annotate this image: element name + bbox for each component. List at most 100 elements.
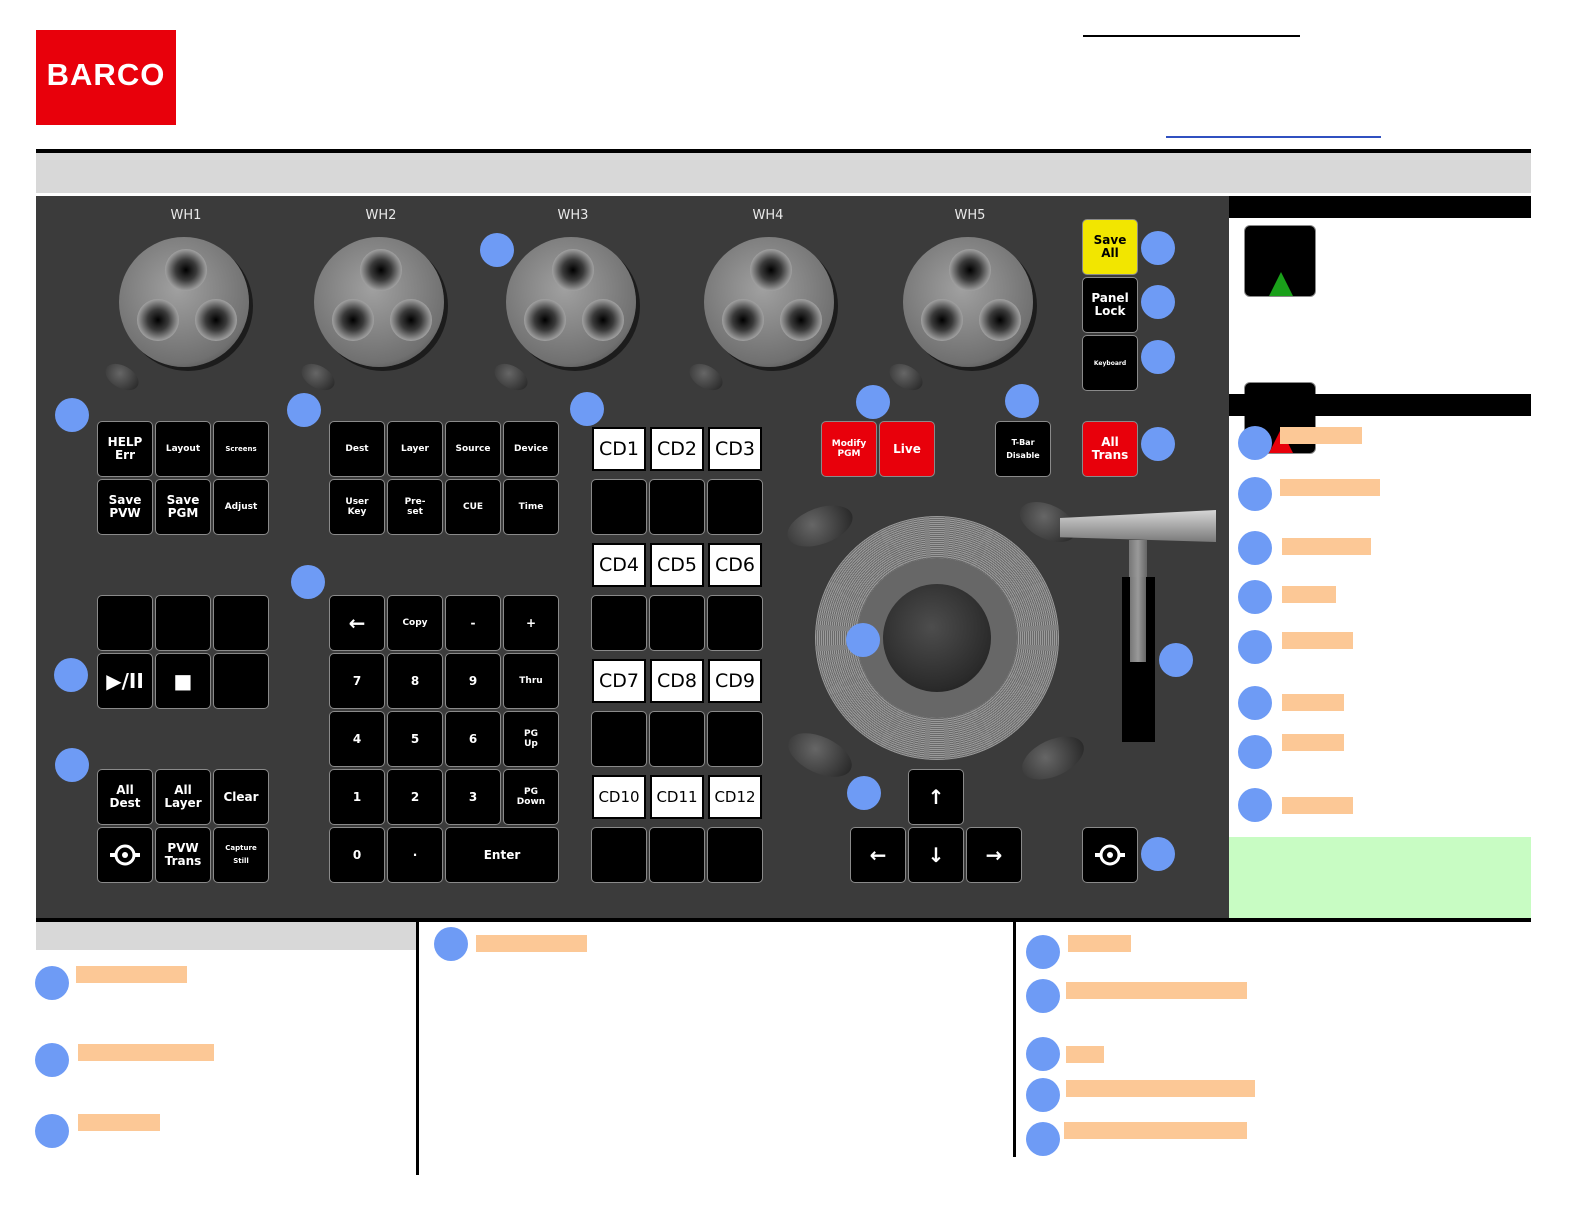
source-key[interactable]: Source xyxy=(445,421,501,477)
decimal-key[interactable]: · xyxy=(387,827,443,883)
legend-redacted-label xyxy=(1282,797,1353,814)
backspace-key[interactable]: ← xyxy=(329,595,385,651)
cd-button-3[interactable] xyxy=(707,479,763,535)
arrow-down-key[interactable]: ↓ xyxy=(908,827,964,883)
callout-dot xyxy=(1141,231,1175,265)
wheel-3[interactable] xyxy=(506,237,636,367)
cd-key-1[interactable]: CD1 xyxy=(592,427,646,471)
legend-dot xyxy=(1238,686,1272,720)
callout-dot xyxy=(1141,837,1175,871)
cd-key-10[interactable]: CD10 xyxy=(592,775,646,819)
key-7[interactable]: 7 xyxy=(329,653,385,709)
play-pause-key[interactable]: ▶/II xyxy=(97,653,153,709)
copy-key[interactable]: Copy xyxy=(387,595,443,651)
key-8[interactable]: 8 xyxy=(387,653,443,709)
cd-button-5[interactable] xyxy=(649,595,705,651)
dest-key[interactable]: Dest xyxy=(329,421,385,477)
cd-key-2[interactable]: CD2 xyxy=(650,427,704,471)
user-key-key[interactable]: User Key xyxy=(329,479,385,535)
callout-dot xyxy=(846,623,880,657)
minus-key[interactable]: - xyxy=(445,595,501,651)
target-key-right[interactable] xyxy=(1082,827,1138,883)
arrow-left-key[interactable]: ← xyxy=(850,827,906,883)
cd-key-5[interactable]: CD5 xyxy=(650,543,704,587)
enter-key[interactable]: Enter xyxy=(445,827,559,883)
cue-key[interactable]: CUE xyxy=(445,479,501,535)
cd-button-10[interactable] xyxy=(591,827,647,883)
cd-button-11[interactable] xyxy=(649,827,705,883)
layout-key[interactable]: Layout xyxy=(155,421,211,477)
cd-button-4[interactable] xyxy=(591,595,647,651)
key-6[interactable]: 6 xyxy=(445,711,501,767)
device-key[interactable]: Device xyxy=(503,421,559,477)
blank-key-2[interactable] xyxy=(155,595,211,651)
key-0[interactable]: 0 xyxy=(329,827,385,883)
bottom-dot xyxy=(35,966,69,1000)
target-key-left[interactable] xyxy=(97,827,153,883)
all-trans-key[interactable]: All Trans xyxy=(1082,421,1138,477)
cd-key-12[interactable]: CD12 xyxy=(708,775,762,819)
wheel-2[interactable] xyxy=(314,237,444,367)
live-key[interactable]: Live xyxy=(879,421,935,477)
key-9[interactable]: 9 xyxy=(445,653,501,709)
wheel-5[interactable] xyxy=(903,237,1033,367)
pvw-trans-key[interactable]: PVW Trans xyxy=(155,827,211,883)
key-1[interactable]: 1 xyxy=(329,769,385,825)
clear-key[interactable]: Clear xyxy=(213,769,269,825)
preset-key[interactable]: Pre- set xyxy=(387,479,443,535)
wheel-4[interactable] xyxy=(704,237,834,367)
save-pgm-key[interactable]: Save PGM xyxy=(155,479,211,535)
all-layer-key[interactable]: All Layer xyxy=(155,769,211,825)
cd-key-9[interactable]: CD9 xyxy=(708,659,762,703)
cd-key-3[interactable]: CD3 xyxy=(708,427,762,471)
cd-key-4[interactable]: CD4 xyxy=(592,543,646,587)
cd-button-2[interactable] xyxy=(649,479,705,535)
wheel-1[interactable] xyxy=(119,237,249,367)
legend-dot xyxy=(1238,426,1272,460)
arrow-up-key[interactable]: ↑ xyxy=(908,769,964,825)
thru-key[interactable]: Thru xyxy=(503,653,559,709)
cd-key-7[interactable]: CD7 xyxy=(592,659,646,703)
cd-button-9[interactable] xyxy=(707,711,763,767)
tbar-lever[interactable] xyxy=(1130,577,1146,662)
stop-key[interactable]: ■ xyxy=(155,653,211,709)
capture-still-key[interactable]: Capture Still xyxy=(213,827,269,883)
pg-up-key[interactable]: PG Up xyxy=(503,711,559,767)
blank-key-4[interactable] xyxy=(213,653,269,709)
pg-down-key[interactable]: PG Down xyxy=(503,769,559,825)
plus-key[interactable]: + xyxy=(503,595,559,651)
cd-button-8[interactable] xyxy=(649,711,705,767)
blank-key-1[interactable] xyxy=(97,595,153,651)
layer-key[interactable]: Layer xyxy=(387,421,443,477)
key-5[interactable]: 5 xyxy=(387,711,443,767)
arrow-right-key[interactable]: → xyxy=(966,827,1022,883)
cd-button-7[interactable] xyxy=(591,711,647,767)
cd-button-1[interactable] xyxy=(591,479,647,535)
bottom-left-header xyxy=(36,922,416,950)
wheel-label-1: WH1 xyxy=(170,208,202,223)
cd-key-6[interactable]: CD6 xyxy=(708,543,762,587)
keyboard-key[interactable]: Keyboard xyxy=(1082,335,1138,391)
screens-key[interactable]: Screens xyxy=(213,421,269,477)
all-dest-key[interactable]: All Dest xyxy=(97,769,153,825)
key-3[interactable]: 3 xyxy=(445,769,501,825)
cd-button-6[interactable] xyxy=(707,595,763,651)
cd-key-11[interactable]: CD11 xyxy=(650,775,704,819)
panel-lock-key[interactable]: Panel Lock xyxy=(1082,277,1138,333)
arrow-left-icon: ← xyxy=(348,610,366,635)
blank-key-3[interactable] xyxy=(213,595,269,651)
tbar-disable-key[interactable]: T-Bar Disable xyxy=(995,421,1051,477)
legend-dot xyxy=(1238,477,1272,511)
time-key[interactable]: Time xyxy=(503,479,559,535)
key-2[interactable]: 2 xyxy=(387,769,443,825)
trackball[interactable] xyxy=(883,584,991,692)
save-pvw-key[interactable]: Save PVW xyxy=(97,479,153,535)
modify-pgm-key[interactable]: Modify PGM xyxy=(821,421,877,477)
cd-button-12[interactable] xyxy=(707,827,763,883)
save-all-key[interactable]: Save All xyxy=(1082,219,1138,275)
header-rule-top xyxy=(1083,35,1300,37)
help-err-key[interactable]: HELP Err xyxy=(97,421,153,477)
key-4[interactable]: 4 xyxy=(329,711,385,767)
adjust-key[interactable]: Adjust xyxy=(213,479,269,535)
cd-key-8[interactable]: CD8 xyxy=(650,659,704,703)
